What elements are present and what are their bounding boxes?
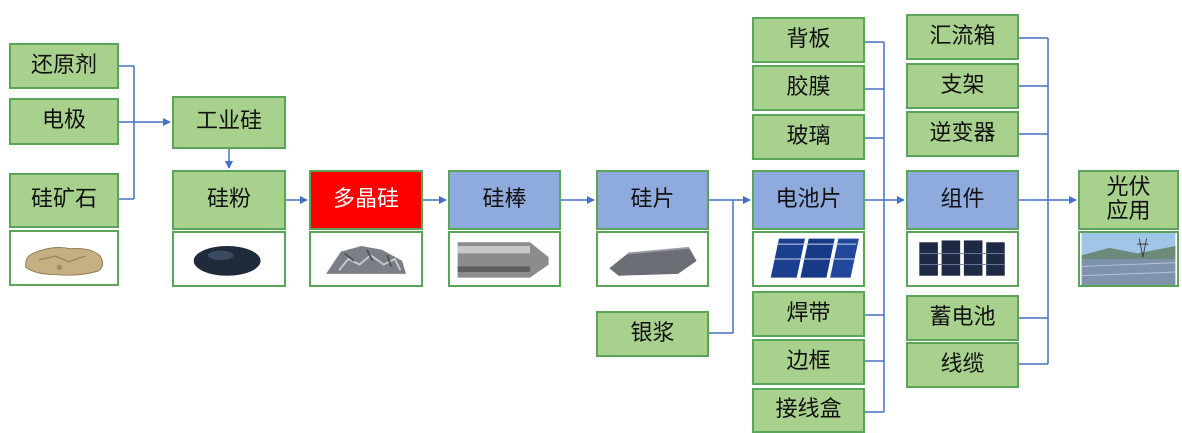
node-polysilicon: 多晶硅 (309, 170, 423, 230)
node-label: 支架 (940, 72, 985, 98)
node-label: 逆变器 (929, 120, 996, 146)
node-label: 硅矿石 (30, 187, 97, 213)
node-wafer: 硅片 (596, 170, 709, 230)
node-inverter: 逆变器 (906, 111, 1019, 157)
node-label: 组件 (940, 186, 985, 212)
node-silicon-rod: 硅棒 (448, 170, 561, 230)
node-module: 组件 (906, 170, 1019, 230)
node-label: 多晶硅 (332, 186, 399, 212)
node-label: 硅粉 (206, 186, 251, 212)
node-battery: 蓄电池 (906, 295, 1019, 341)
silicon-powder-image (172, 231, 286, 287)
solar-cell-image (752, 231, 865, 287)
node-cable: 线缆 (906, 342, 1019, 388)
node-junction-box: 接线盒 (752, 388, 865, 433)
node-label: 接线盒 (775, 397, 842, 423)
node-label-line2: 应用 (1106, 199, 1151, 224)
node-label: 焊带 (786, 300, 831, 326)
node-silver-paste: 银浆 (596, 311, 709, 357)
node-label: 还原剂 (30, 52, 97, 78)
node-label: 背板 (786, 26, 831, 52)
node-label: 工业硅 (195, 109, 262, 135)
quartz-rock-image (9, 230, 119, 286)
node-label: 边框 (786, 348, 831, 374)
node-label: 电池片 (775, 186, 842, 212)
node-film: 胶膜 (752, 65, 865, 111)
node-label: 汇流箱 (929, 23, 996, 49)
node-label: 硅棒 (482, 186, 527, 212)
node-label: 玻璃 (786, 123, 831, 149)
node-label: 硅片 (630, 186, 675, 212)
node-bracket: 支架 (906, 63, 1019, 109)
wafer-image (596, 231, 709, 287)
node-pv-application: 光伏 应用 (1078, 170, 1179, 230)
node-cell: 电池片 (752, 170, 865, 230)
node-label: 电极 (41, 108, 86, 134)
node-quartz: 硅矿石 (9, 173, 119, 228)
polysilicon-chunks-image (309, 231, 423, 287)
node-label: 银浆 (630, 320, 675, 346)
solar-farm-image (1078, 231, 1179, 287)
node-frame: 边框 (752, 339, 865, 385)
node-reductant: 还原剂 (9, 43, 119, 89)
solar-module-image (906, 231, 1019, 287)
node-label: 线缆 (940, 351, 985, 377)
node-glass: 玻璃 (752, 114, 865, 160)
node-label: 胶膜 (786, 74, 831, 100)
node-label: 蓄电池 (929, 304, 996, 330)
node-combiner-box: 汇流箱 (906, 14, 1019, 60)
node-backsheet: 背板 (752, 17, 865, 63)
node-electrode: 电极 (9, 98, 119, 145)
node-silicon-powder: 硅粉 (172, 170, 286, 230)
node-ribbon: 焊带 (752, 291, 865, 337)
node-label-line1: 光伏 (1106, 174, 1151, 200)
silicon-ingot-image (448, 231, 561, 287)
node-industrial-silicon: 工业硅 (172, 96, 286, 149)
